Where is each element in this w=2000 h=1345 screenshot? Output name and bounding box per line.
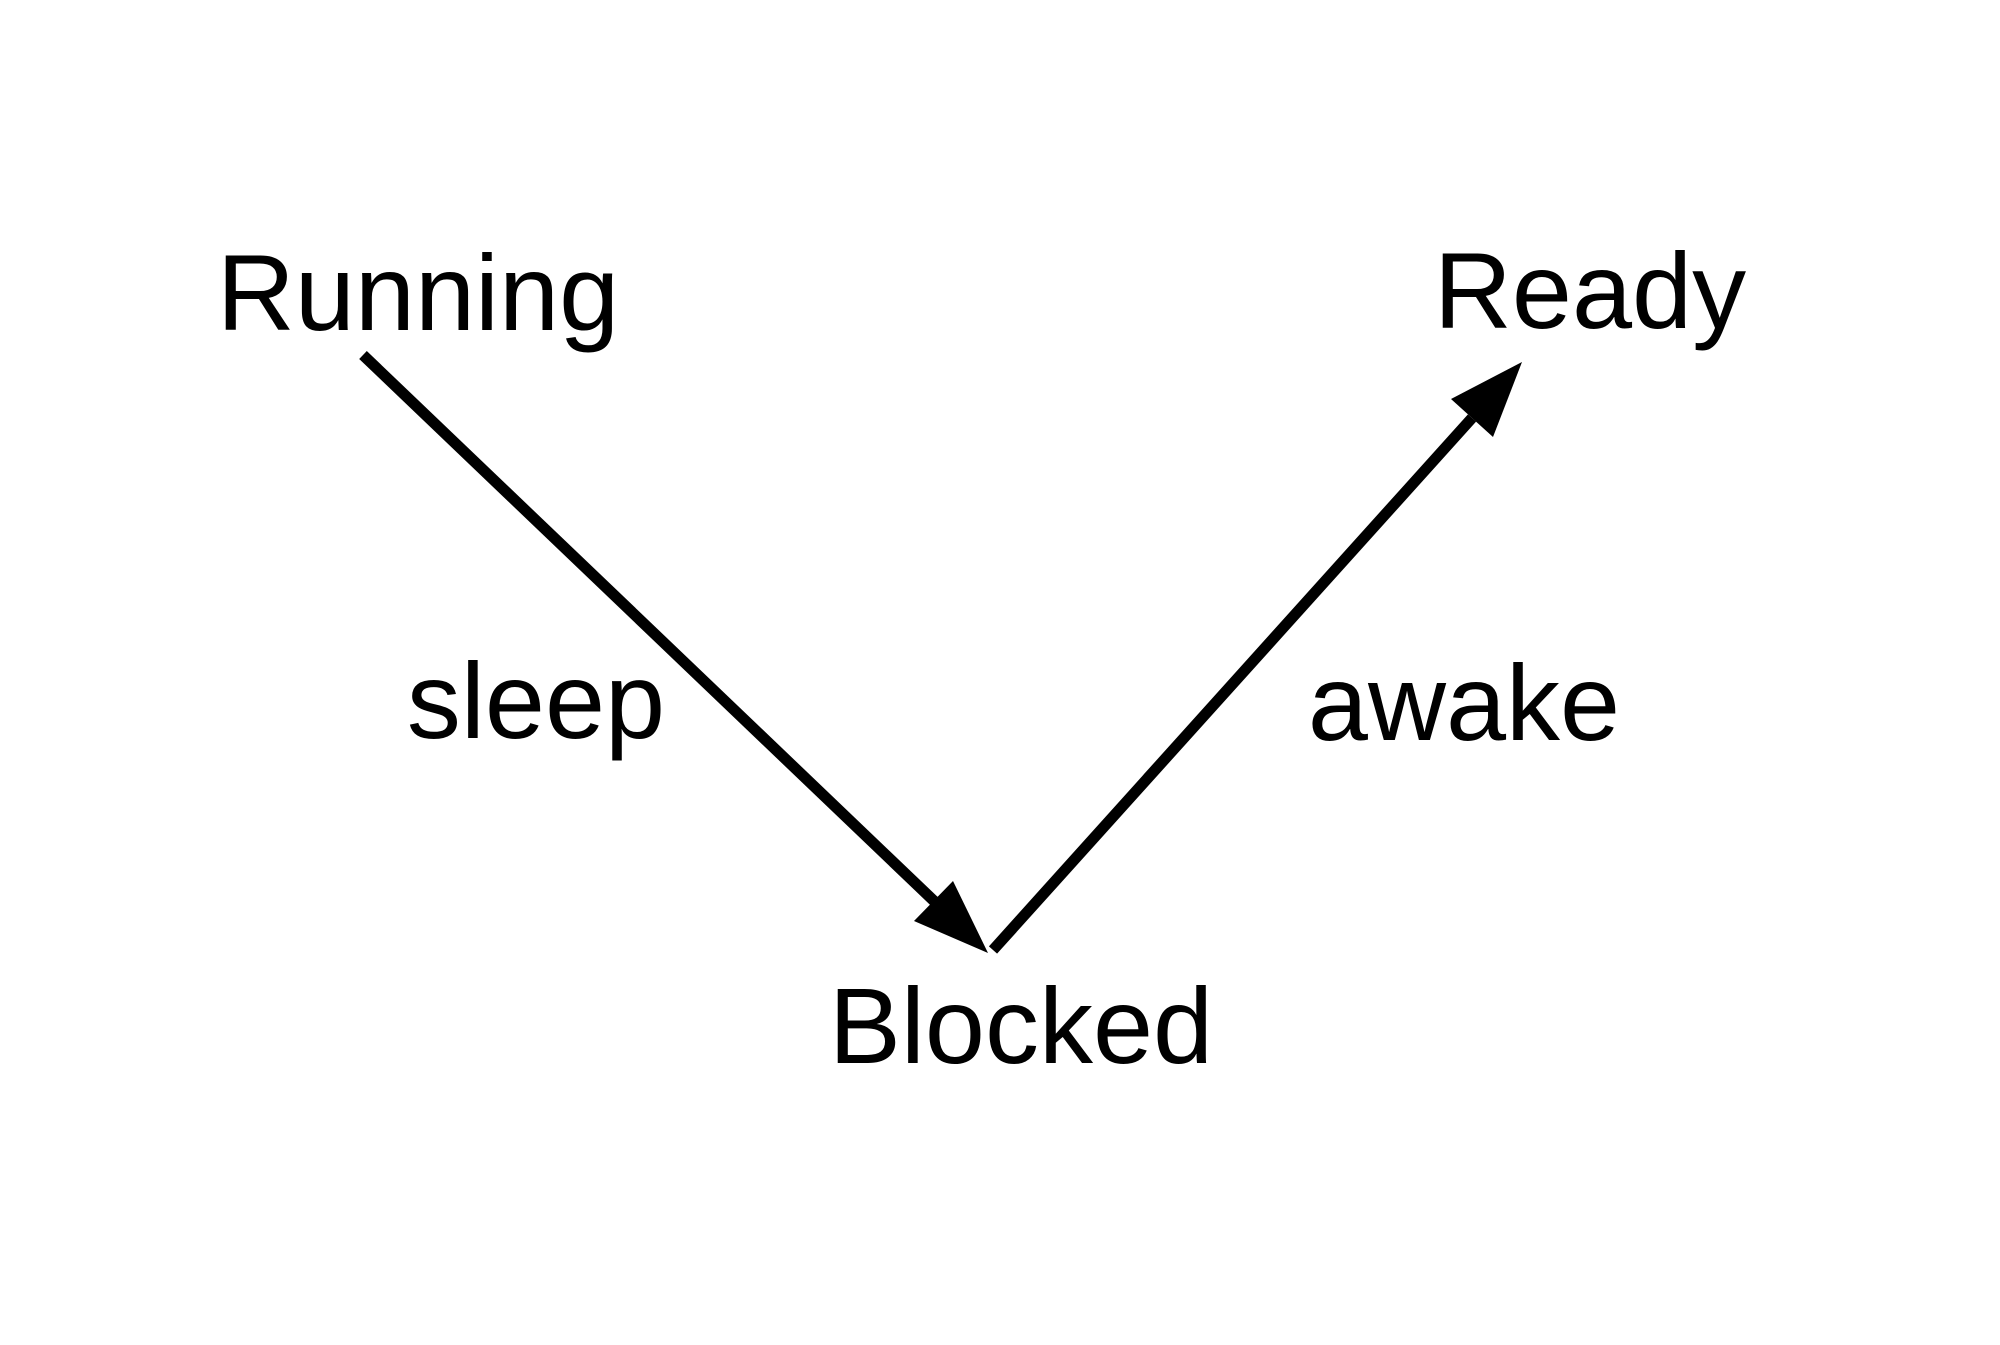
edge-line-awake [988, 414, 1477, 954]
edge-line-sleep [359, 351, 938, 905]
edge-label-awake: awake [1308, 642, 1620, 763]
edge-awake: awake [988, 362, 1620, 954]
edge-label-sleep: sleep [407, 640, 665, 761]
arrowhead-awake-icon [1451, 362, 1522, 437]
node-label-ready: Ready [1434, 230, 1746, 351]
node-label-running: Running [217, 232, 619, 353]
arrowhead-sleep-icon [914, 881, 988, 953]
node-label-blocked: Blocked [829, 965, 1213, 1086]
edge-sleep: sleep [359, 351, 988, 953]
